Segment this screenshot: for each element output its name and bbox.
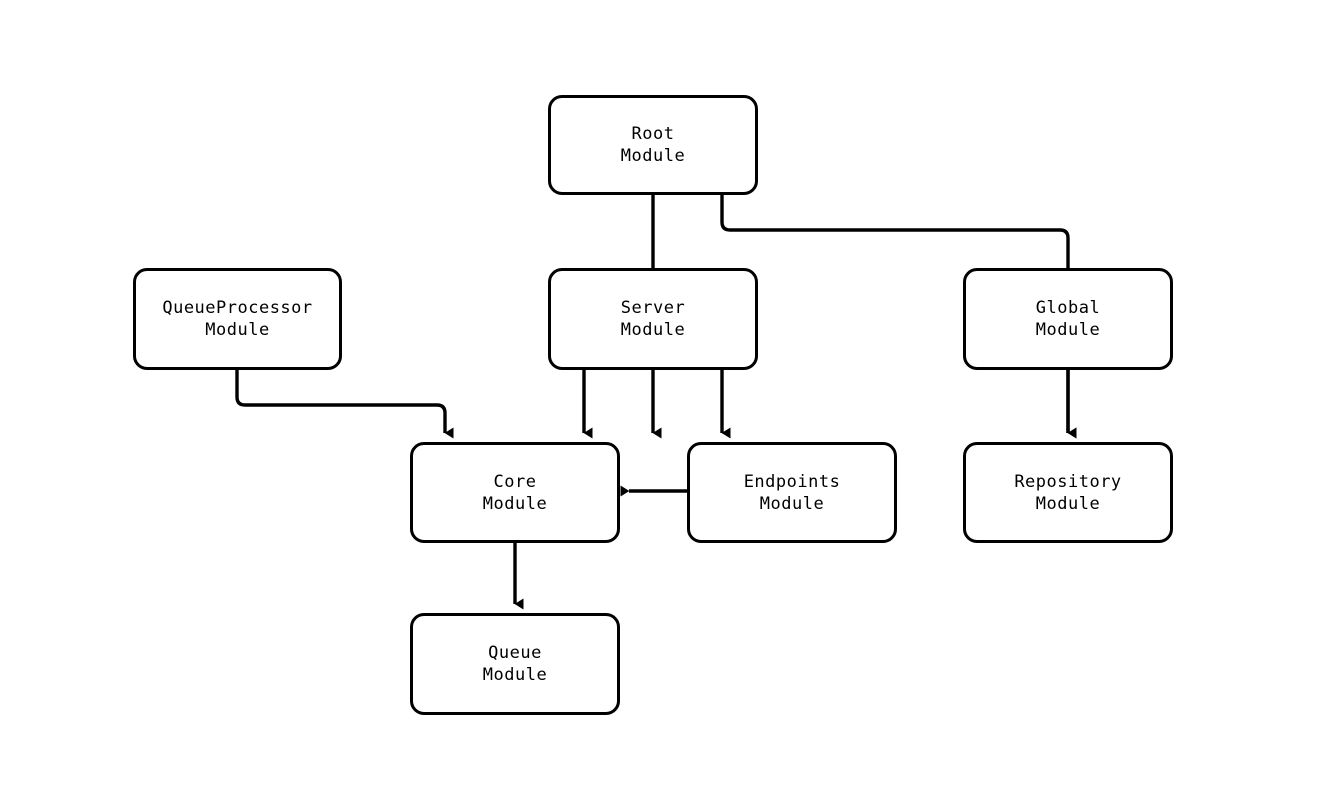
- edge-root-global: [720, 195, 1077, 439]
- node-server[interactable]: Server Module: [548, 268, 758, 370]
- node-repository[interactable]: Repository Module: [963, 442, 1173, 543]
- node-server-title: Server: [620, 298, 686, 318]
- node-root-subtitle: Module: [620, 146, 686, 166]
- node-queueprocessor-subtitle: Module: [205, 320, 270, 340]
- node-queueprocessor[interactable]: QueueProcessor Module: [133, 268, 342, 370]
- node-queue-title: Queue: [488, 643, 542, 663]
- node-global[interactable]: Global Module: [963, 268, 1173, 370]
- node-root[interactable]: Root Module: [548, 95, 758, 195]
- node-repository-title: Repository: [1014, 471, 1122, 492]
- node-repository-subtitle: Module: [1035, 493, 1101, 514]
- node-core[interactable]: Core Module: [410, 442, 620, 543]
- edge-queueprocessor-core: [235, 370, 454, 439]
- node-root-title: Root: [631, 124, 675, 144]
- node-core-subtitle: Module: [482, 493, 548, 514]
- node-queueprocessor-title: QueueProcessor: [162, 298, 313, 318]
- node-endpoints-subtitle: Module: [759, 493, 825, 514]
- node-endpoints-title: Endpoints: [743, 471, 841, 492]
- node-queue[interactable]: Queue Module: [410, 613, 620, 715]
- node-global-subtitle: Module: [1035, 320, 1101, 340]
- node-global-title: Global: [1035, 298, 1101, 318]
- node-queue-subtitle: Module: [482, 665, 548, 685]
- node-core-title: Core: [493, 471, 537, 492]
- node-endpoints[interactable]: Endpoints Module: [687, 442, 897, 543]
- node-server-subtitle: Module: [620, 320, 686, 340]
